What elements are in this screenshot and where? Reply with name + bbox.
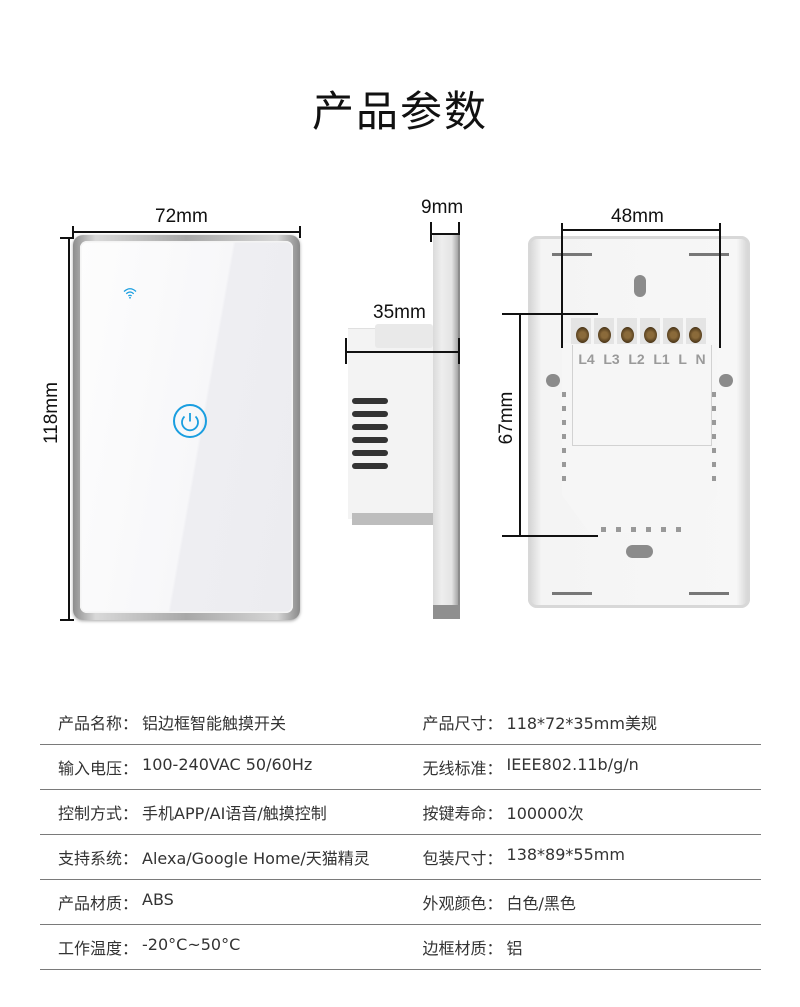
dim-tick bbox=[458, 222, 460, 242]
spec-value: -20°C~50°C bbox=[142, 935, 241, 954]
front-height-label: 118mm bbox=[41, 382, 62, 444]
spec-value: 118*72*35mm美规 bbox=[506, 714, 657, 733]
module-vents bbox=[712, 392, 716, 482]
spec-value: 100-240VAC 50/60Hz bbox=[142, 755, 313, 774]
spec-value: 白色/黑色 bbox=[506, 894, 576, 913]
terminal-label: N bbox=[695, 351, 706, 367]
spec-key: 支持系统： bbox=[58, 849, 139, 868]
mount-slot bbox=[689, 253, 729, 256]
back-width-label: 48mm bbox=[611, 206, 664, 227]
power-button-icon[interactable] bbox=[172, 403, 208, 439]
spec-key: 工作温度： bbox=[58, 939, 139, 958]
total-depth-line bbox=[346, 351, 459, 353]
front-width-label: 72mm bbox=[155, 206, 208, 227]
terminal-screw bbox=[576, 327, 589, 343]
back-height-line bbox=[519, 313, 521, 535]
spec-row: 输入电压：100-240VAC 50/60Hz 无线标准：IEEE802.11b… bbox=[40, 745, 761, 790]
dim-extension bbox=[561, 223, 563, 348]
front-height-line bbox=[68, 237, 70, 620]
spec-value: Alexa/Google Home/天猫精灵 bbox=[142, 849, 370, 868]
side-clip bbox=[375, 324, 433, 348]
vent-slot bbox=[352, 463, 388, 469]
spec-value: 铝边框智能触摸开关 bbox=[142, 714, 287, 733]
spec-key: 产品尺寸： bbox=[422, 714, 503, 733]
spec-value: 手机APP/AI语音/触摸控制 bbox=[142, 804, 327, 823]
spec-value: 铝 bbox=[506, 939, 523, 958]
spec-key: 产品名称： bbox=[58, 714, 139, 733]
mount-slot bbox=[689, 592, 729, 595]
terminal-labels: L4 L3 L2 L1 L N bbox=[574, 351, 710, 367]
dim-tick bbox=[60, 619, 74, 621]
total-depth-label: 35mm bbox=[373, 302, 426, 323]
screw-hole bbox=[634, 275, 646, 297]
spec-key: 无线标准： bbox=[422, 759, 503, 778]
vent-slot bbox=[352, 437, 388, 443]
terminal-label-box bbox=[572, 345, 712, 446]
terminal-screw bbox=[598, 327, 611, 343]
spec-key: 控制方式： bbox=[58, 804, 139, 823]
terminal-label: L3 bbox=[603, 351, 620, 367]
dim-extension bbox=[502, 313, 598, 315]
spec-key: 包装尺寸： bbox=[422, 849, 503, 868]
dim-tick bbox=[60, 237, 74, 239]
spec-row: 产品名称：铝边框智能触摸开关 产品尺寸：118*72*35mm美规 bbox=[40, 700, 761, 745]
spec-value: ABS bbox=[142, 890, 174, 909]
spec-value: IEEE802.11b/g/n bbox=[506, 755, 639, 774]
dim-tick bbox=[299, 226, 301, 238]
spec-row: 支持系统：Alexa/Google Home/天猫精灵 包装尺寸：138*89*… bbox=[40, 835, 761, 880]
plate-depth-line bbox=[431, 233, 459, 235]
terminal-label: L1 bbox=[653, 351, 670, 367]
spec-key: 输入电压： bbox=[58, 759, 139, 778]
spec-key: 产品材质： bbox=[58, 894, 139, 913]
screw-hole bbox=[626, 545, 653, 558]
spec-key: 按键寿命： bbox=[422, 804, 503, 823]
spec-key: 外观颜色： bbox=[422, 894, 503, 913]
dim-tick bbox=[345, 338, 347, 364]
vent-slot bbox=[352, 424, 388, 430]
dim-extension bbox=[502, 535, 598, 537]
terminal-label: L4 bbox=[578, 351, 595, 367]
spec-key: 边框材质： bbox=[422, 939, 503, 958]
vent-slot bbox=[352, 411, 388, 417]
front-width-line bbox=[73, 231, 300, 233]
back-height-label: 67mm bbox=[496, 391, 517, 445]
side-hole bbox=[719, 374, 733, 387]
terminal-label: L2 bbox=[628, 351, 645, 367]
vent-slot bbox=[352, 450, 388, 456]
spec-value: 100000次 bbox=[506, 804, 584, 823]
mount-slot bbox=[552, 253, 592, 256]
side-plate-edge bbox=[433, 605, 460, 619]
side-housing bbox=[348, 328, 434, 519]
side-housing-edge bbox=[352, 513, 434, 525]
terminal-screw bbox=[689, 327, 702, 343]
spec-value: 138*89*55mm bbox=[506, 845, 625, 864]
terminal-screw bbox=[621, 327, 634, 343]
module-vents bbox=[562, 392, 566, 482]
page-title: 产品参数 bbox=[311, 87, 488, 136]
mount-slot bbox=[552, 592, 592, 595]
switch-glass-panel bbox=[80, 241, 293, 613]
dim-tick bbox=[430, 222, 432, 242]
spec-table: 产品名称：铝边框智能触摸开关 产品尺寸：118*72*35mm美规 输入电压：1… bbox=[40, 700, 761, 970]
module-vents bbox=[601, 527, 681, 532]
dim-extension bbox=[719, 223, 721, 348]
vent-slot bbox=[352, 398, 388, 404]
terminal-screw bbox=[667, 327, 680, 343]
spec-row: 产品材质：ABS 外观颜色：白色/黑色 bbox=[40, 880, 761, 925]
terminal-screw bbox=[644, 327, 657, 343]
dim-tick bbox=[72, 226, 74, 238]
dim-tick bbox=[458, 338, 460, 364]
back-module bbox=[562, 343, 717, 533]
wifi-icon bbox=[123, 288, 137, 299]
side-hole bbox=[546, 374, 560, 387]
side-plate bbox=[433, 235, 460, 618]
spec-row: 工作温度：-20°C~50°C 边框材质：铝 bbox=[40, 925, 761, 970]
terminal-label: L bbox=[678, 351, 687, 367]
back-width-line bbox=[562, 229, 720, 231]
plate-depth-label: 9mm bbox=[421, 197, 464, 218]
spec-row: 控制方式：手机APP/AI语音/触摸控制 按键寿命：100000次 bbox=[40, 790, 761, 835]
